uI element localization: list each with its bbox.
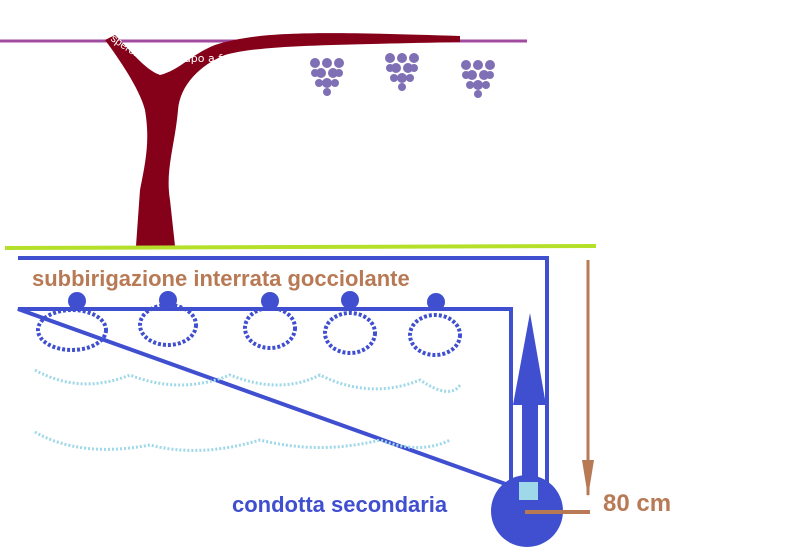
subirrigation-label: subbirigazione interrata gocciolante [32,266,410,291]
secondary-pipe-label: condotta secondaria [232,492,448,517]
pipe-section-detail [519,482,538,500]
grape-clusters [310,53,495,98]
ground-line [4,244,597,250]
grape-cluster [461,60,495,98]
depth-label: 80 cm [603,490,672,517]
grapevine-trunk [105,33,460,247]
wet-bulbs [34,291,462,452]
grape-cluster [310,58,344,96]
drip-line-pipe [17,256,549,489]
svg-text:capo a frutto: capo a frutto [178,52,249,65]
capo-a-frutto-label: capo a frutto [178,52,249,65]
flow-arrow [513,313,546,490]
grape-cluster [385,53,419,91]
